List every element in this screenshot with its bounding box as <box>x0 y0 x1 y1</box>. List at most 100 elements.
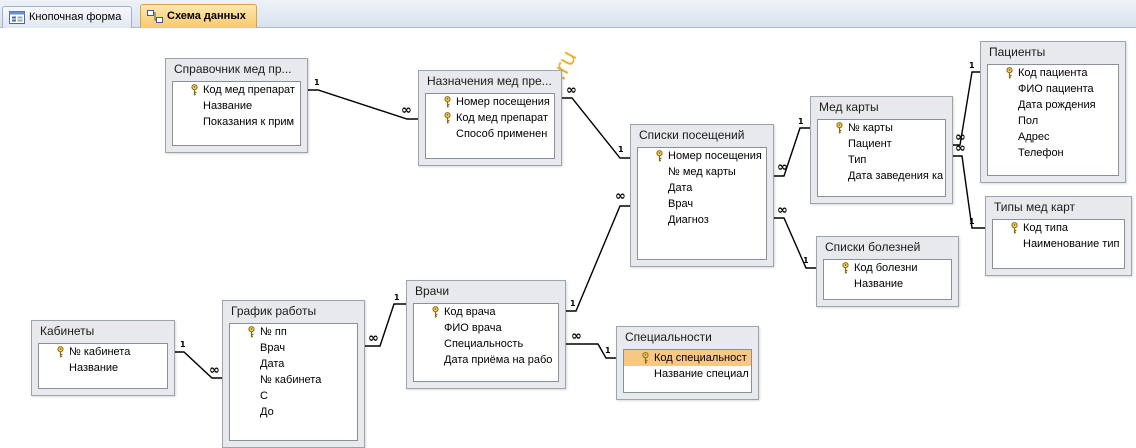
relationship-line[interactable] <box>774 217 816 269</box>
cardinality-many: ∞ <box>566 83 577 98</box>
field-name: Телефон <box>1018 147 1064 159</box>
relationship-line[interactable] <box>566 343 616 359</box>
table-title[interactable]: Типы мед карт <box>994 200 1076 214</box>
table-title[interactable]: Списки посещений <box>639 128 745 142</box>
form-icon <box>9 11 25 24</box>
field-name: Название <box>203 100 253 112</box>
cardinality-one: 1 <box>570 299 576 308</box>
field-row[interactable]: Код типа <box>993 220 1124 236</box>
field-row[interactable]: Дата приёма на рабо <box>414 352 558 368</box>
field-row[interactable]: Наименование тип <box>993 236 1124 252</box>
field-row[interactable]: Дата рождения <box>988 97 1118 113</box>
key-icon <box>444 112 451 124</box>
key-icon <box>656 150 663 162</box>
table-title[interactable]: Врачи <box>415 284 450 298</box>
relationship-line[interactable] <box>365 303 406 347</box>
field-row[interactable]: Дата заведения ка <box>818 168 945 184</box>
field-row[interactable]: № кабинета <box>39 344 167 360</box>
field-name: Номер посещения <box>456 96 550 108</box>
field-row[interactable]: Показания к прим <box>173 114 300 130</box>
field-row[interactable]: Пол <box>988 113 1118 129</box>
table-title[interactable]: График работы <box>231 304 317 318</box>
relationships-canvas[interactable]: 1∞∞1∞1∞1∞1∞1∞1∞1∞11∞ dbforyou.ru Справоч… <box>0 28 1136 448</box>
key-icon <box>842 262 849 274</box>
field-row[interactable]: ФИО врача <box>414 320 558 336</box>
field-row[interactable]: До <box>230 404 357 420</box>
field-row[interactable]: Телефон <box>988 145 1118 161</box>
relationship-line[interactable] <box>566 205 630 312</box>
field-row[interactable]: Дата <box>230 356 357 372</box>
table-title[interactable]: Списки болезней <box>825 240 921 254</box>
field-name: Код мед препарат <box>456 112 548 124</box>
tab-label: Кнопочная форма <box>29 11 122 23</box>
field-row[interactable]: Код мед препарат <box>173 82 300 98</box>
relationship-line[interactable] <box>562 97 630 159</box>
field-row[interactable]: Диагноз <box>638 212 766 228</box>
field-row[interactable]: Код специальност <box>624 350 751 366</box>
table-title[interactable]: Справочник мед пр... <box>174 62 292 76</box>
field-row[interactable]: Тип <box>818 152 945 168</box>
cardinality-one: 1 <box>618 145 624 154</box>
field-row[interactable]: Специальность <box>414 336 558 352</box>
table-spiski-poseshcheniy[interactable]: Списки посещений Номер посещения № мед ка… <box>630 124 774 267</box>
relationship-line[interactable] <box>953 71 980 146</box>
relationship-line[interactable] <box>175 351 222 379</box>
table-title[interactable]: Специальности <box>625 330 712 344</box>
field-row[interactable]: Врач <box>230 340 357 356</box>
field-row[interactable]: Название <box>824 276 951 292</box>
field-row[interactable]: Адрес <box>988 129 1118 145</box>
field-row[interactable]: Дата <box>638 180 766 196</box>
field-row[interactable]: ФИО пациента <box>988 81 1118 97</box>
field-row[interactable]: Код мед препарат <box>426 110 554 126</box>
field-row[interactable]: Врач <box>638 196 766 212</box>
field-name: Врач <box>260 342 286 354</box>
relationship-line[interactable] <box>953 155 985 229</box>
field-row[interactable]: № кабинета <box>230 372 357 388</box>
field-row[interactable]: Номер посещения <box>638 148 766 164</box>
relationship-line[interactable] <box>774 127 810 177</box>
field-row[interactable]: Номер посещения <box>426 94 554 110</box>
cardinality-one: 1 <box>180 340 186 349</box>
relationship-line[interactable] <box>308 89 418 120</box>
field-row[interactable]: Название <box>173 98 300 114</box>
field-row[interactable]: Код пациента <box>988 65 1118 81</box>
field-row[interactable]: Код болезни <box>824 260 951 276</box>
field-row[interactable]: № пп <box>230 324 357 340</box>
field-row[interactable]: Способ применен <box>426 126 554 142</box>
field-row[interactable]: № карты <box>818 120 945 136</box>
table-title[interactable]: Назначения мед пре... <box>427 74 552 88</box>
table-title[interactable]: Мед карты <box>819 100 879 114</box>
tab-knopochnaya-forma[interactable]: Кнопочная форма <box>2 6 133 28</box>
field-row[interactable]: № мед карты <box>638 164 766 180</box>
field-row[interactable]: Код врача <box>414 304 558 320</box>
table-title[interactable]: Пациенты <box>989 45 1046 59</box>
tab-skhema-dannykh[interactable]: Схема данных <box>140 4 257 28</box>
table-title[interactable]: Кабинеты <box>40 324 95 338</box>
field-row[interactable]: Название <box>39 360 167 376</box>
field-name: № мед карты <box>668 166 736 178</box>
field-row[interactable]: Пациент <box>818 136 945 152</box>
field-row[interactable]: С <box>230 388 357 404</box>
field-row[interactable]: Название специал <box>624 366 751 382</box>
